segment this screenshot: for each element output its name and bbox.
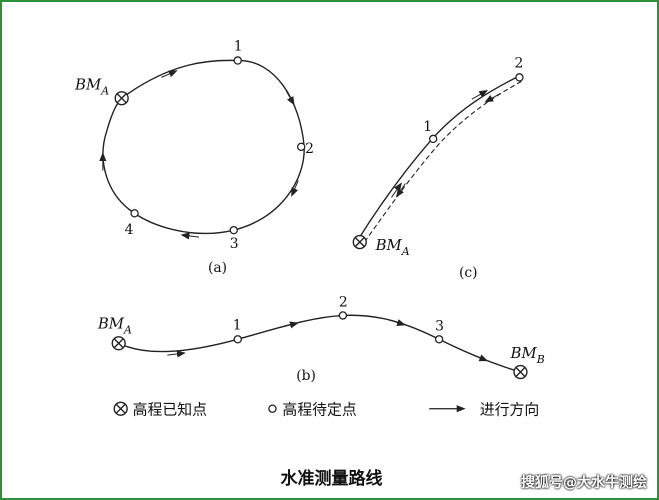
point-label: 1 [233, 317, 242, 333]
direction-arrow [167, 350, 186, 358]
point-label: 1 [234, 39, 243, 55]
direction-arrow [285, 91, 295, 106]
point-label: 2 [515, 55, 524, 71]
point-label: 1 [423, 119, 432, 135]
benchmark-label: BMA [74, 75, 109, 97]
direction-arrow [484, 92, 501, 103]
watermark: 搜狐号@大水牛测绘 [521, 475, 647, 491]
benchmark-symbol [111, 336, 126, 351]
benchmark-symbol [352, 234, 367, 250]
point-label: 3 [230, 236, 239, 252]
point-label: 3 [435, 318, 444, 334]
panel-c: BMA 1 2 (c) [352, 55, 524, 281]
legend-unknown-label: 高程待定点 [282, 401, 356, 419]
unknown-point [233, 56, 242, 65]
figure-caption: 水准测量路线 [280, 469, 383, 489]
direction-arrow [180, 232, 200, 240]
point-label: 4 [125, 222, 134, 238]
direction-arrow [395, 183, 406, 198]
spur-route-return [363, 80, 522, 244]
panel-a: BMA 1 2 3 4 (a) [74, 39, 314, 276]
closed-loop-route [102, 59, 305, 235]
benchmark-label: BMA [97, 314, 132, 336]
unknown-point [428, 134, 438, 144]
unknown-point [434, 335, 444, 344]
panel-label: (c) [459, 265, 478, 281]
point-label: 2 [339, 295, 348, 311]
unknown-point [229, 225, 238, 235]
benchmark-symbol [114, 91, 129, 106]
direction-arrow [470, 353, 489, 362]
direction-arrow [161, 70, 178, 78]
legend-unknown-symbol [268, 404, 277, 413]
legend-direction-label: 进行方向 [480, 401, 540, 419]
legend-known-symbol [113, 401, 128, 416]
benchmark-label: BMA [375, 236, 410, 258]
unknown-point [130, 209, 139, 218]
point-label: 2 [305, 141, 314, 157]
legend-known-label: 高程已知点 [133, 401, 207, 419]
direction-arrow [471, 89, 489, 100]
direction-arrow [291, 180, 299, 197]
panel-b: BMA BMB 1 2 3 (b) [97, 295, 545, 384]
unknown-point [338, 311, 348, 320]
unknown-point [515, 73, 524, 82]
benchmark-label: BMB [510, 344, 545, 366]
direction-arrow [391, 182, 402, 198]
legend: 高程已知点 高程待定点 进行方向 [113, 401, 540, 419]
unknown-point [233, 335, 242, 344]
connecting-route [118, 314, 521, 373]
direction-arrow [387, 318, 406, 326]
benchmark-symbol [513, 364, 528, 380]
panel-label: (a) [208, 260, 227, 276]
unknown-point [297, 142, 306, 152]
panel-label: (b) [296, 368, 316, 384]
spur-route-outbound [357, 75, 519, 241]
direction-arrow [280, 321, 299, 329]
